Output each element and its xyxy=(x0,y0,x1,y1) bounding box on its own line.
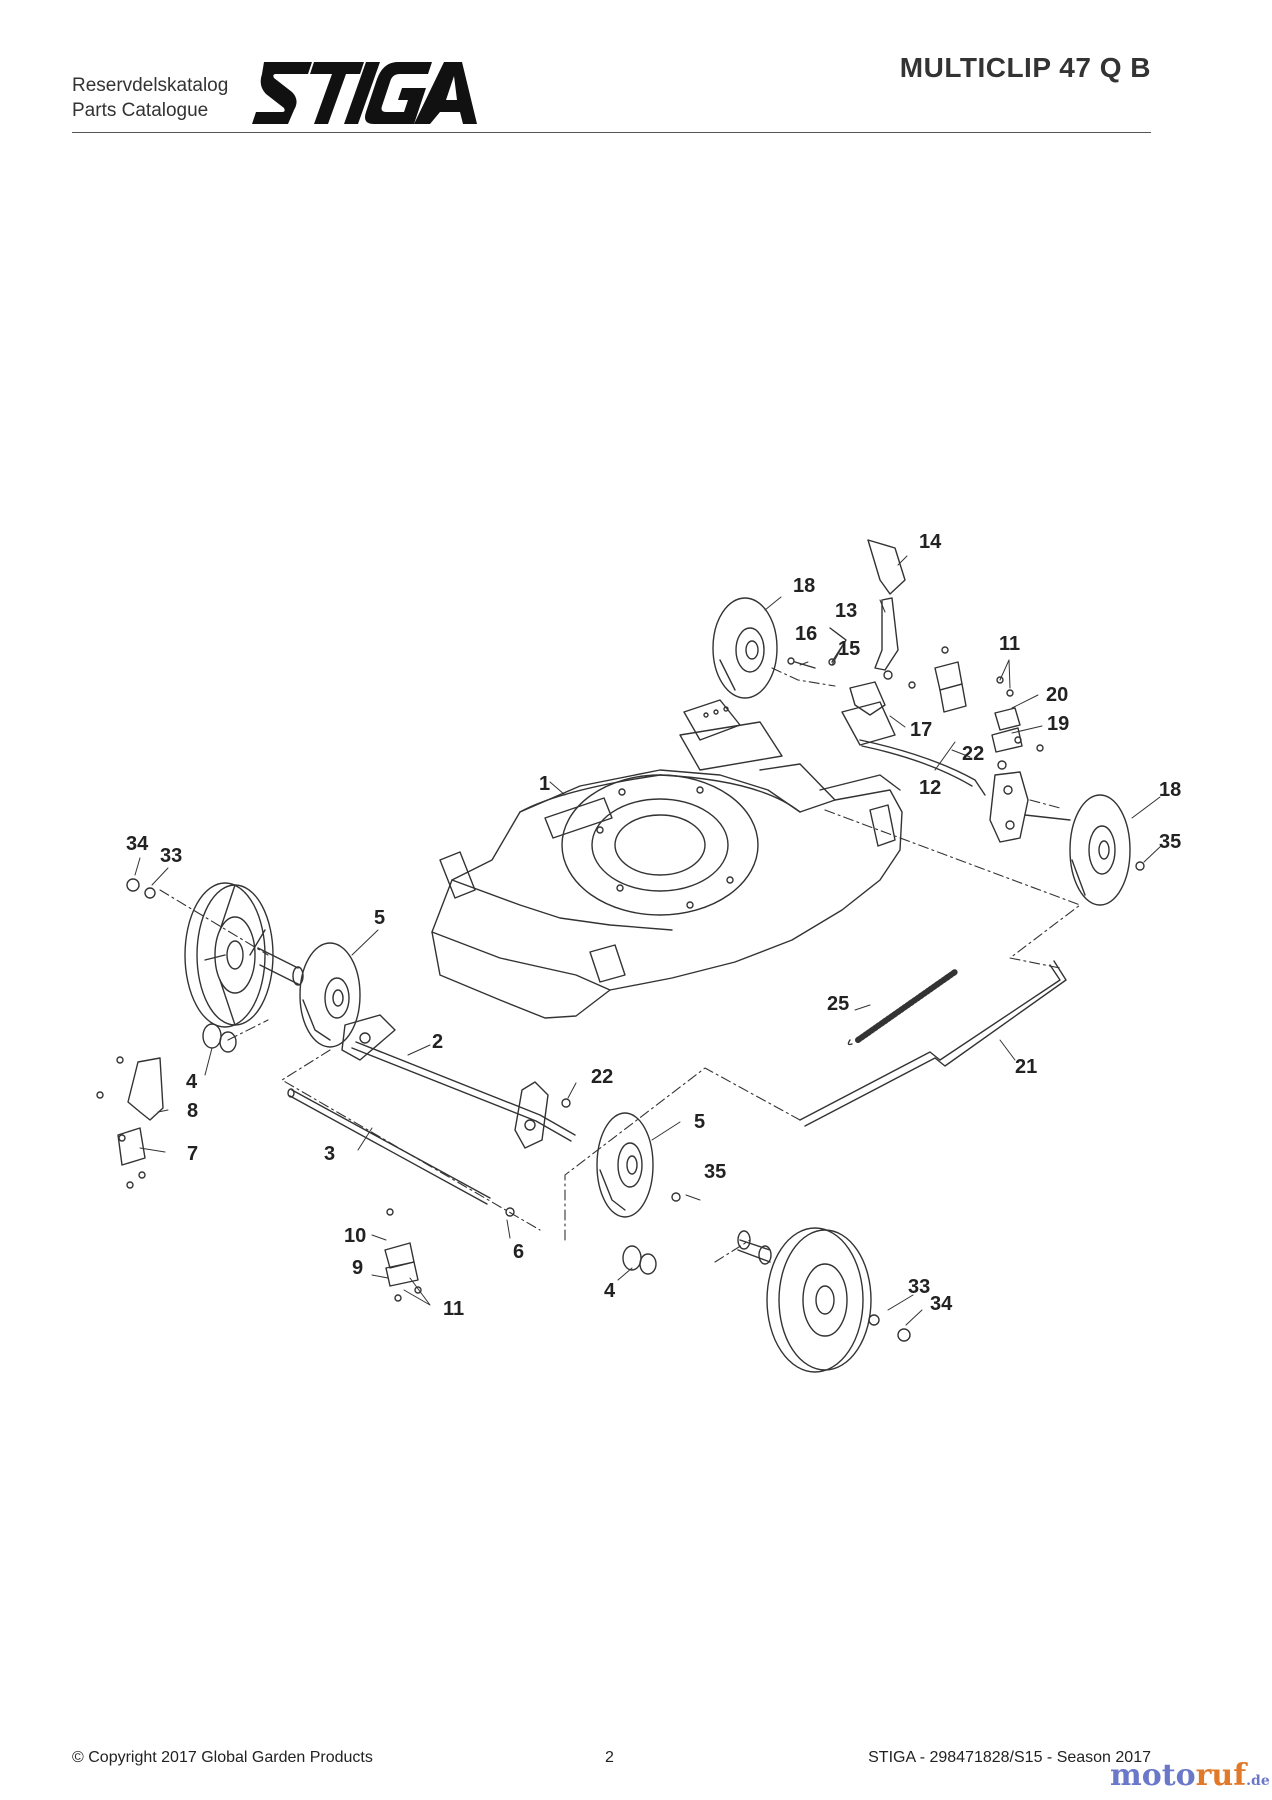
bushing-drawings xyxy=(202,1023,657,1275)
rear-axle-drawing xyxy=(341,1014,576,1149)
callout-35-lower: 35 xyxy=(704,1161,726,1183)
watermark-part-2: ruf xyxy=(1195,1758,1247,1793)
wheel-right-front-drawing xyxy=(737,1227,872,1373)
callout-9: 9 xyxy=(352,1257,363,1279)
leader-lines xyxy=(134,555,1163,1326)
callout-34-left: 34 xyxy=(126,833,149,855)
callout-11-upper: 11 xyxy=(999,633,1020,655)
callout-8: 8 xyxy=(187,1100,198,1122)
watermark-part-1: moto xyxy=(1110,1758,1196,1793)
assembly-lines xyxy=(159,667,1081,1263)
callout-18-upper: 18 xyxy=(793,575,815,597)
wheel-left-rear-drawing xyxy=(184,882,304,1028)
cable-clip-drawings xyxy=(384,661,1023,1287)
rear-bracket-drawing xyxy=(989,771,1071,843)
wheel-adjuster-right-front-drawing xyxy=(596,1112,654,1218)
height-lever-drawing xyxy=(841,539,986,796)
callout-35-right: 35 xyxy=(1159,831,1181,853)
watermark: motoruf.de xyxy=(1110,1758,1270,1793)
stiga-logo xyxy=(252,62,477,124)
callout-4-right: 4 xyxy=(604,1280,616,1302)
callout-22-upper: 22 xyxy=(962,743,984,765)
callout-25: 25 xyxy=(827,993,849,1015)
rear-flap-hinge-drawing xyxy=(819,774,901,791)
callout-14: 14 xyxy=(919,531,942,553)
callout-5-right: 5 xyxy=(694,1111,705,1133)
fastener-drawings xyxy=(96,627,1145,1342)
rod-drawing xyxy=(799,960,1067,1127)
callout-6: 6 xyxy=(513,1241,524,1263)
page-number: 2 xyxy=(605,1749,614,1766)
callout-2: 2 xyxy=(432,1031,443,1053)
callout-20: 20 xyxy=(1046,684,1068,706)
callout-5-left: 5 xyxy=(374,907,385,929)
callout-10: 10 xyxy=(344,1225,366,1247)
front-axle-drawing xyxy=(287,1088,491,1205)
callout-13: 13 xyxy=(835,600,857,622)
wheel-adjuster-left-front-drawing xyxy=(299,942,361,1048)
callout-16: 16 xyxy=(795,623,817,645)
callout-22-lower: 22 xyxy=(591,1066,613,1088)
callout-3: 3 xyxy=(324,1143,335,1165)
callout-18-right: 18 xyxy=(1159,779,1181,801)
callout-21: 21 xyxy=(1015,1056,1037,1078)
catalog-reference: STIGA - 298471828/S15 - Season 2017 xyxy=(868,1749,1151,1766)
rear-hub-plate-upper-drawing xyxy=(712,597,778,699)
callout-7: 7 xyxy=(187,1143,198,1165)
callout-34-right: 34 xyxy=(930,1293,953,1315)
callout-33-left: 33 xyxy=(160,845,182,867)
callout-19: 19 xyxy=(1047,713,1069,735)
catalog-title-english: Parts Catalogue xyxy=(72,100,209,121)
catalog-heading: Reservdelskatalog Parts Catalogue xyxy=(72,73,228,123)
rear-hub-plate-right-drawing xyxy=(1069,794,1131,906)
catalog-title-swedish: Reservdelskatalog xyxy=(72,75,229,96)
callout-17: 17 xyxy=(910,719,932,741)
callout-1: 1 xyxy=(539,773,550,795)
spring-drawing xyxy=(847,969,958,1046)
header-divider xyxy=(72,132,1151,133)
callout-4-left: 4 xyxy=(186,1071,198,1093)
model-title: MULTICLIP 47 Q B xyxy=(899,52,1151,83)
callout-33-right: 33 xyxy=(908,1276,930,1298)
front-bracket-drawing xyxy=(117,1057,164,1166)
copyright-text: © Copyright 2017 Global Garden Products xyxy=(72,1749,373,1766)
watermark-part-3: .de xyxy=(1246,1773,1270,1789)
callout-12: 12 xyxy=(919,777,941,799)
callout-15: 15 xyxy=(838,638,860,660)
callout-11-lower: 11 xyxy=(443,1298,464,1320)
mower-deck-drawing xyxy=(431,699,903,1019)
